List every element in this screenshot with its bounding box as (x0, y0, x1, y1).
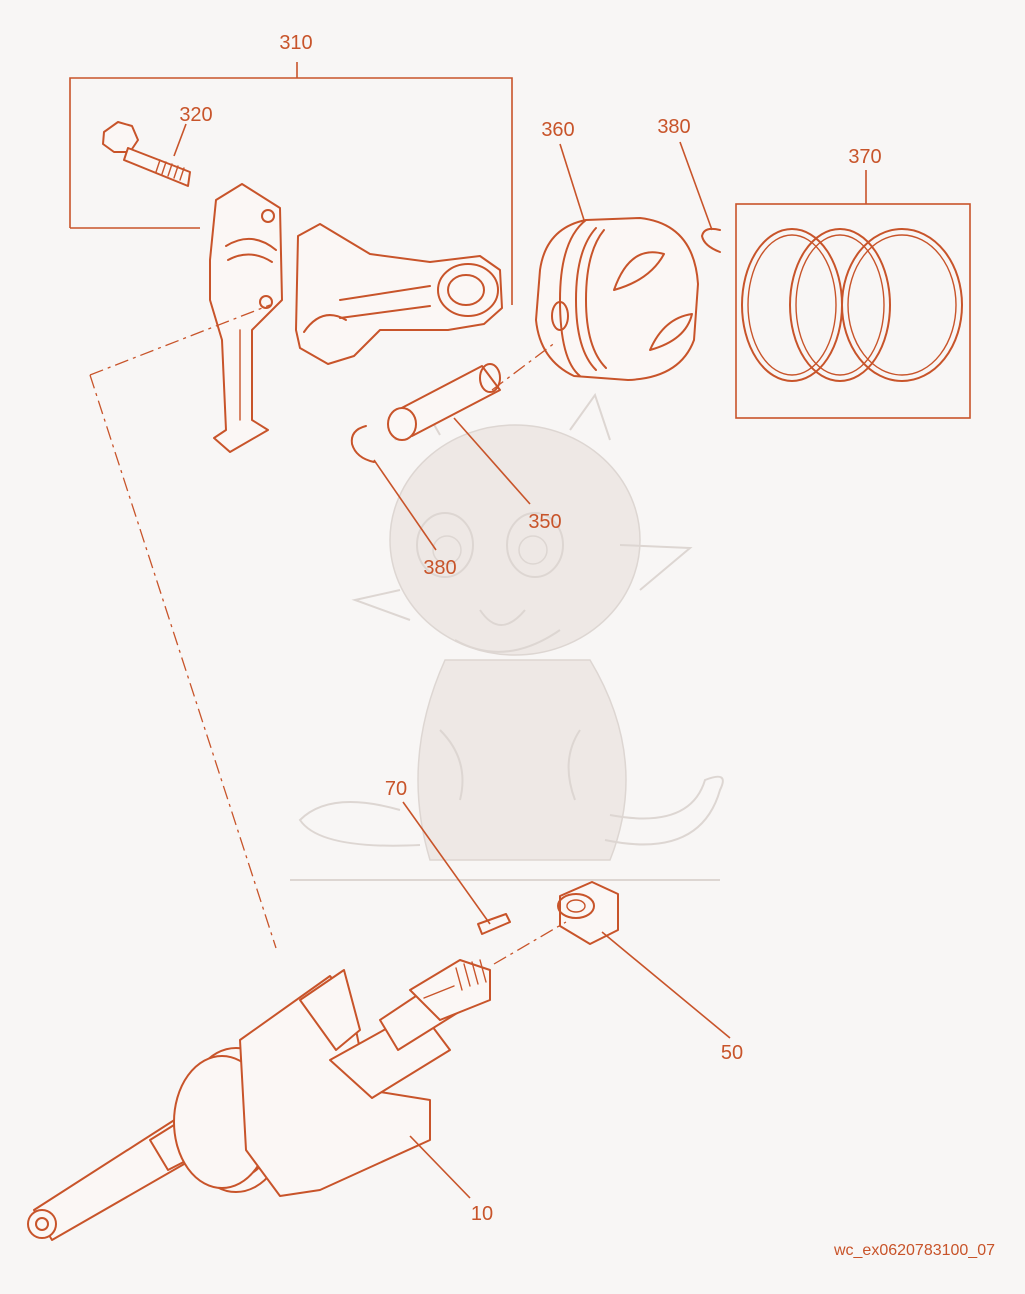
connecting-rod-cap (209, 183, 283, 453)
label-310: 310 (279, 32, 312, 54)
label-380-left: 380 (423, 557, 456, 579)
retaining-clip-top (701, 227, 721, 253)
assembly-310-bracket (69, 62, 513, 305)
rings-370-box (735, 203, 971, 419)
dragon-watermark (290, 392, 724, 881)
label-70: 70 (385, 778, 407, 800)
connecting-rod-bolt (102, 121, 191, 187)
flange-nut (557, 881, 619, 945)
label-380-top: 380 (657, 116, 690, 138)
piston-rings (741, 228, 963, 382)
label-360: 360 (541, 119, 574, 141)
piston-pin (387, 363, 501, 441)
connecting-rod (295, 223, 503, 365)
label-320: 320 (179, 104, 212, 126)
crankshaft (27, 959, 491, 1241)
leader-lines (173, 123, 731, 1199)
label-350: 350 (528, 511, 561, 533)
label-370: 370 (848, 146, 881, 168)
alignment-centerlines (89, 304, 567, 965)
retaining-clip-left (350, 425, 375, 463)
piston (535, 217, 699, 381)
label-50: 50 (721, 1042, 743, 1064)
diagram-reference-code: wc_ex0620783100_07 (833, 1242, 995, 1259)
label-10: 10 (471, 1203, 493, 1225)
woodruff-key (477, 913, 511, 935)
